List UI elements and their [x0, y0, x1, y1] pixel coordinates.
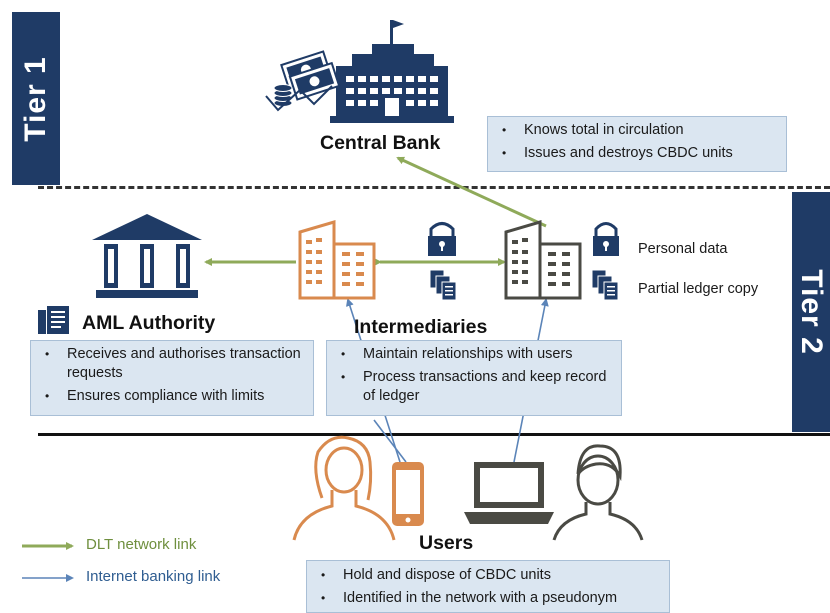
person-icon-male [552, 444, 644, 541]
aml-authority-bullet: Ensures compliance with limits [41, 387, 305, 406]
intermediaries-bullet: Maintain relationships with users [337, 345, 613, 364]
tier-2-bar: Tier 2 [792, 192, 830, 432]
tier-1-bar: Tier 1 [12, 12, 60, 185]
legend-internet-label: Internet banking link [86, 568, 221, 585]
smartphone-icon [392, 462, 424, 526]
intermediary-building-icon-orange [298, 219, 376, 300]
lock-icon [593, 222, 619, 256]
intermediary-building-icon-dark [504, 219, 582, 300]
money-icon [265, 50, 341, 112]
lock-icon [428, 222, 456, 256]
central-bank-info-box: Knows total in circulation Issues and de… [487, 116, 787, 172]
aml-authority-bullet: Receives and authorises transaction requ… [41, 345, 305, 383]
document-icon [38, 306, 69, 334]
users-info-box: Hold and dispose of CBDC units Identifie… [306, 560, 670, 613]
personal-data-label: Personal data [638, 241, 728, 257]
bank-building-icon [330, 20, 454, 123]
partial-ledger-label: Partial ledger copy [638, 281, 759, 297]
aml-building-icon [92, 214, 202, 298]
ledger-copy-icon [591, 269, 619, 301]
intermediaries-title: Intermediaries [354, 316, 488, 338]
central-bank-title: Central Bank [320, 132, 441, 154]
aml-authority-info-box: Receives and authorises transaction requ… [30, 340, 314, 416]
internet-link-phone-2 [373, 419, 407, 463]
ledger-copy-icon [429, 269, 457, 301]
users-bullet: Hold and dispose of CBDC units [317, 566, 661, 585]
users-bullet: Identified in the network with a pseudon… [317, 589, 661, 608]
central-bank-bullet: Knows total in circulation [498, 121, 778, 140]
central-bank-bullet: Issues and destroys CBDC units [498, 144, 778, 163]
laptop-icon [464, 462, 554, 524]
tier-separator-dashed [38, 186, 830, 189]
person-icon-female [292, 435, 396, 541]
users-separator [38, 433, 830, 436]
users-title: Users [419, 532, 474, 554]
intermediaries-bullet: Process transactions and keep record of … [337, 368, 613, 406]
intermediaries-info-box: Maintain relationships with users Proces… [326, 340, 622, 416]
aml-authority-title: AML Authority [82, 312, 216, 334]
legend-dlt-label: DLT network link [86, 536, 197, 553]
dlt-link-intermediary-to-central-bank [396, 156, 547, 228]
